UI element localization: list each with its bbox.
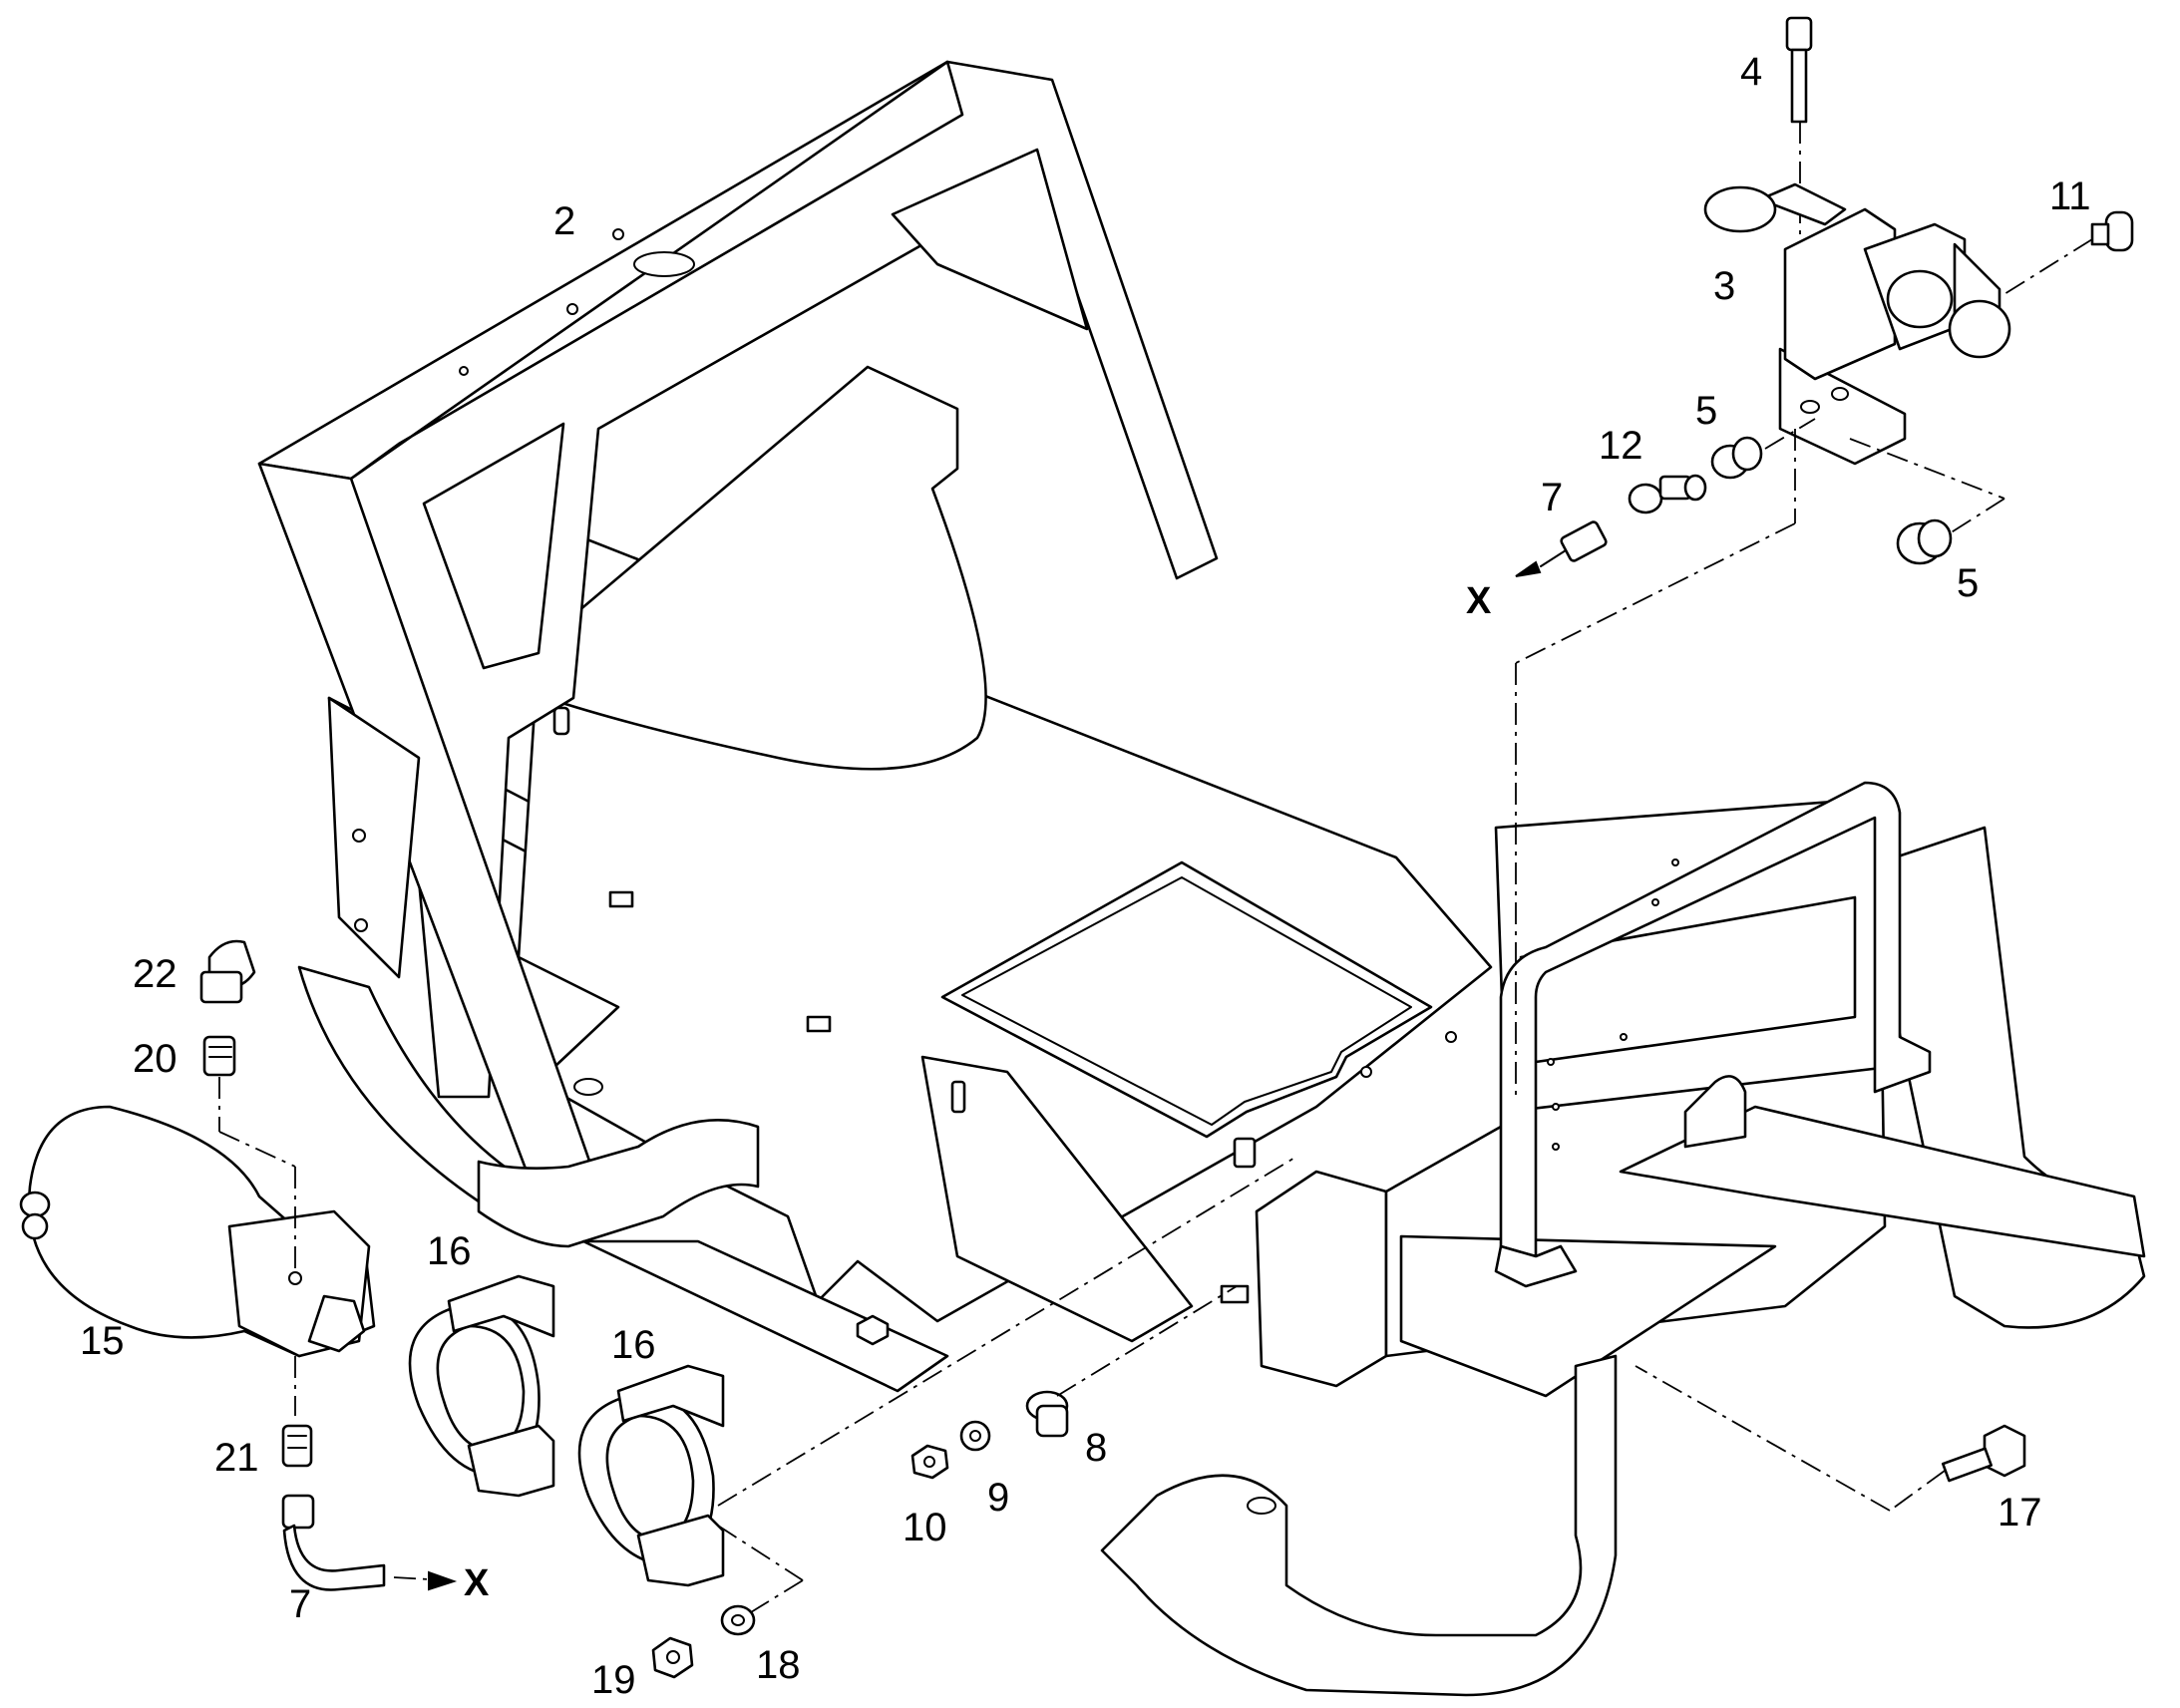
callout-3: 3 (1713, 264, 1735, 308)
callout-12: 12 (1599, 424, 1643, 468)
callout-18: 18 (756, 1643, 801, 1687)
fitting-part-5-lower (1896, 518, 1953, 565)
callout-2: 2 (553, 199, 575, 243)
nut-part-10 (910, 1444, 949, 1480)
clamp-part-16-left (408, 1274, 555, 1498)
filter-part-15 (19, 1105, 376, 1358)
callout-labels: 2 3 4 5 5 7 7 8 9 10 11 12 15 16 16 17 1… (80, 50, 2091, 1702)
callout-16-right: 16 (611, 1323, 656, 1367)
washer-part-9 (959, 1420, 991, 1452)
connection-x-upper: X (1466, 580, 1492, 622)
callout-21: 21 (214, 1436, 259, 1480)
hose-end-part-7-upper (1515, 520, 1608, 577)
callout-4: 4 (1740, 50, 1762, 94)
callout-5-upper: 5 (1695, 389, 1717, 433)
bolt-part-17 (1635, 1365, 2026, 1512)
frame-studs (552, 706, 1257, 1346)
callout-11: 11 (2049, 174, 2091, 218)
callout-16-left: 16 (427, 1229, 472, 1273)
fitting-part-5-upper (1710, 436, 1763, 480)
nut-part-19 (651, 1636, 694, 1679)
nipple-part-21 (281, 1356, 313, 1468)
clamp-part-16-right (577, 1156, 1297, 1621)
hose-end-part-7-lower (281, 1494, 458, 1591)
valve-part-3 (1703, 182, 2011, 466)
valve-connection-lines (1515, 418, 2005, 1097)
callout-7-upper: 7 (1541, 476, 1563, 519)
callout-17: 17 (1998, 1491, 2042, 1535)
callout-8: 8 (1085, 1426, 1107, 1470)
callout-15: 15 (80, 1319, 125, 1363)
nipple-part-20 (202, 1035, 296, 1271)
callout-9: 9 (987, 1476, 1009, 1520)
callout-5-lower: 5 (1957, 561, 1979, 605)
callout-20: 20 (133, 1037, 178, 1081)
callout-19: 19 (591, 1658, 636, 1702)
washer-part-18 (720, 1604, 756, 1636)
connection-x-lower: X (464, 1562, 490, 1604)
center-cover-plate (940, 860, 1433, 1139)
callout-7-lower: 7 (289, 1582, 311, 1626)
plug-part-11 (1998, 210, 2134, 298)
frame-part-2 (257, 60, 2146, 1697)
elbow-part-12 (1628, 474, 1707, 514)
fitting-part-8 (1025, 1285, 1238, 1438)
callout-22: 22 (133, 952, 178, 996)
callout-10: 10 (903, 1506, 947, 1549)
elbow-part-22 (199, 939, 256, 1004)
